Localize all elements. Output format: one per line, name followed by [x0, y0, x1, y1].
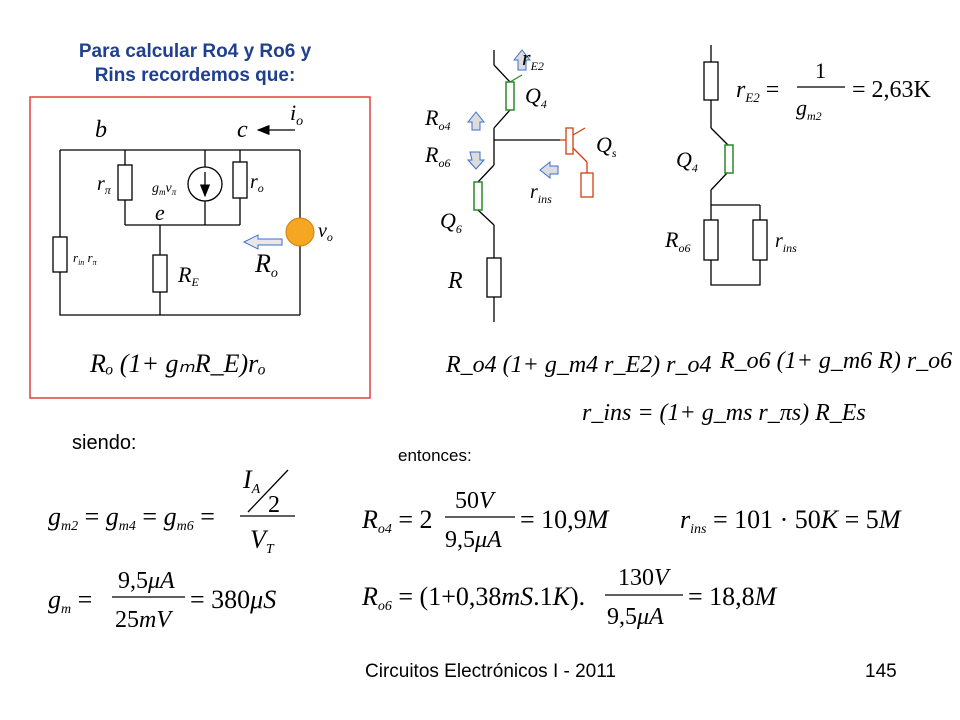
svg-text:gm2: gm2	[796, 95, 822, 123]
q6-label: Q6	[440, 208, 462, 236]
svg-text:Ro6 = (1+0,38mS.1K).: Ro6 = (1+0,38mS.1K).	[361, 582, 585, 614]
footer-course: Circuitos Electrónicos I - 2011	[365, 661, 616, 682]
circuit3-transistor	[724, 144, 734, 174]
re2-label: rE2	[522, 45, 544, 73]
re2-equation: rE2 = 1 gm2 = 2,63K	[736, 58, 932, 123]
svg-text:R_o4 (1+ g_m4 r_E2) r_o4: R_o4 (1+ g_m4 r_E2) r_o4	[445, 352, 712, 378]
svg-text:9,5μA: 9,5μA	[118, 568, 175, 594]
ro-label: ro	[250, 171, 264, 195]
Ro-label: Ro	[254, 249, 278, 281]
svg-text:= 380μS: = 380μS	[190, 585, 276, 614]
circuit1-wires	[59, 149, 301, 316]
r-resistor	[486, 257, 502, 298]
qs-transistor	[560, 127, 594, 198]
node-e-label: e	[155, 200, 165, 225]
svg-text:9,5μA: 9,5μA	[445, 527, 502, 553]
vo-source	[285, 217, 315, 247]
gmvpi-label: gmvπ	[152, 181, 177, 197]
io-label: io	[290, 100, 303, 129]
rpi-resistor	[117, 164, 133, 201]
ro-resistor	[232, 161, 248, 199]
svg-text:2: 2	[268, 492, 280, 518]
circuit2-transistors	[473, 81, 515, 211]
re-label: RE	[177, 262, 199, 289]
svg-text:50V: 50V	[455, 488, 496, 514]
title-line-1: Para calcular Ro4 y Ro6 y	[78, 41, 312, 62]
node-c-label: c	[237, 117, 248, 143]
svg-text:= 18,8M: = 18,8M	[688, 582, 778, 611]
svg-text:R_o6 (1+ g_m6 R) r_o6: R_o6 (1+ g_m6 R) r_o6	[719, 348, 952, 374]
svg-text:gm2 = gm4 = gm6 =: gm2 = gm4 = gm6 =	[48, 502, 215, 534]
svg-text:r_ins = (1+ g_ms r_πs) R_Es: r_ins = (1+ g_ms r_πs) R_Es	[582, 400, 866, 426]
ro4-value: Ro4 = 2 50V 9,5μA = 10,9M	[361, 488, 610, 553]
ro6-label: Ro6	[424, 142, 450, 170]
rin-resistor	[52, 236, 68, 273]
r-label: R	[447, 268, 463, 294]
ro6-definition: R_o6 (1+ g_m6 R) r_o6	[719, 348, 952, 374]
circuit1-frame	[29, 96, 371, 399]
rins-definition: r_ins = (1+ g_ms r_πs) R_Es	[582, 400, 866, 426]
svg-text:= 2,63K: = 2,63K	[852, 77, 932, 103]
ro-hollow-arrow	[242, 234, 283, 250]
svg-text:9,5μA: 9,5μA	[607, 604, 664, 630]
svg-text:VT: VT	[250, 525, 275, 557]
circuit3-resistors	[703, 61, 768, 261]
svg-text:IA: IA	[242, 465, 261, 497]
c3-q4-label: Q4	[676, 147, 698, 175]
hollow-arrows	[466, 49, 559, 180]
gm-definition: gm2 = gm4 = gm6 = IA 2 VT	[48, 465, 295, 557]
circuit1-components	[52, 161, 248, 293]
title-line-2: Rins recordemos que:	[94, 65, 296, 86]
rins-label: rins	[530, 181, 552, 206]
gm-value: gm = 9,5μA 25mV = 380μS	[48, 568, 276, 633]
ro4-label: Ro4	[424, 105, 450, 133]
ro6-value: Ro6 = (1+0,38mS.1K). 130V 9,5μA = 18,8M	[361, 565, 778, 630]
rins-value: rins = 101 · 50K = 5M	[680, 505, 902, 537]
entonces-label: entonces:	[398, 446, 472, 465]
svg-text:rE2 =: rE2 =	[736, 77, 779, 105]
svg-text:1: 1	[815, 58, 826, 83]
svg-text:25mV: 25mV	[115, 607, 173, 633]
c3-rins-label: rins	[775, 230, 797, 255]
svg-text:rins = 101 · 50K = 5M: rins = 101 · 50K = 5M	[680, 505, 902, 537]
svg-text:gm =: gm =	[48, 585, 92, 617]
node-b-label: b	[95, 117, 107, 143]
svg-text:Ro4 = 2: Ro4 = 2	[361, 505, 433, 537]
re-resistor	[152, 254, 168, 293]
svg-text:130V: 130V	[618, 565, 671, 591]
vo-label: vo	[318, 220, 333, 244]
c3-ro6-label: Ro6	[664, 227, 690, 255]
rpi-label: rπ	[97, 173, 112, 197]
qs-label: Qs	[596, 132, 617, 160]
siendo-label: siendo:	[72, 432, 137, 454]
ro4-definition: R_o4 (1+ g_m4 r_E2) r_o4	[445, 352, 712, 378]
slide-title: Para calcular Ro4 y Ro6 y Rins recordemo…	[40, 40, 350, 88]
rin-parallel-label: rin rπ	[73, 250, 98, 267]
svg-text:= 10,9M: = 10,9M	[520, 505, 610, 534]
q4-label: Q4	[525, 83, 547, 111]
ro-formula: Rₒ (1+ gₘR_E)rₒ	[89, 349, 266, 378]
footer-page-number: 145	[865, 661, 897, 682]
